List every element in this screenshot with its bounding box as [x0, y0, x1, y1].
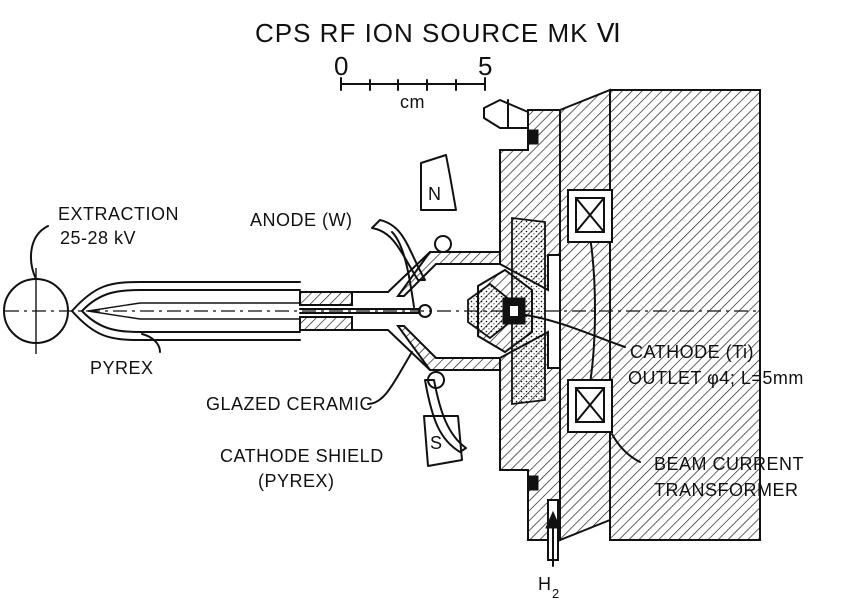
label-anode: ANODE (W) — [250, 210, 353, 230]
gas-subscript: 2 — [552, 586, 560, 601]
label-pyrex: PYREX — [90, 358, 154, 378]
label-cathode-shield-line1: CATHODE SHIELD — [220, 446, 384, 466]
source-housing — [467, 109, 561, 541]
pyrex-tube — [71, 281, 301, 353]
coil-turn-upper — [434, 235, 452, 253]
label-extraction-line2: 25-28 kV — [60, 228, 136, 248]
anode-assembly — [299, 231, 432, 331]
magnet-pole-s: S — [423, 415, 463, 467]
magnet-s-label: S — [430, 433, 443, 453]
cathode-leader — [519, 313, 626, 348]
label-cathode-line2: OUTLET φ4; L=5mm — [628, 368, 804, 388]
coil-turn-lower — [427, 371, 445, 389]
magnet-n-label: N — [428, 184, 442, 204]
diagram-title: CPS RF ION SOURCE MK Ⅵ — [255, 18, 622, 48]
cathode-shield-lower — [424, 379, 467, 453]
cathode-shield-upper — [371, 219, 426, 281]
scale-tick-end: 5 — [478, 51, 493, 81]
scale-tick-start: 0 — [334, 51, 349, 81]
flange-and-transformer — [483, 88, 761, 542]
gas-inlet: H 2 — [538, 499, 561, 601]
label-glazed-ceramic: GLAZED CERAMIC — [206, 394, 373, 414]
label-extraction-line1: EXTRACTION — [58, 204, 179, 224]
label-cathode-line1: CATHODE (Ti) — [630, 342, 754, 362]
transformer-leader — [611, 433, 641, 463]
extraction-electrode — [3, 225, 69, 354]
gas-label: H — [538, 574, 552, 594]
scale-bar: 0 5 cm — [334, 51, 493, 112]
label-beam-line2: TRANSFORMER — [654, 480, 799, 500]
magnet-pole-n: N — [420, 154, 457, 211]
label-cathode-shield-line2: (PYREX) — [258, 471, 335, 491]
label-beam-line1: BEAM CURRENT — [654, 454, 804, 474]
scale-unit: cm — [400, 92, 425, 112]
